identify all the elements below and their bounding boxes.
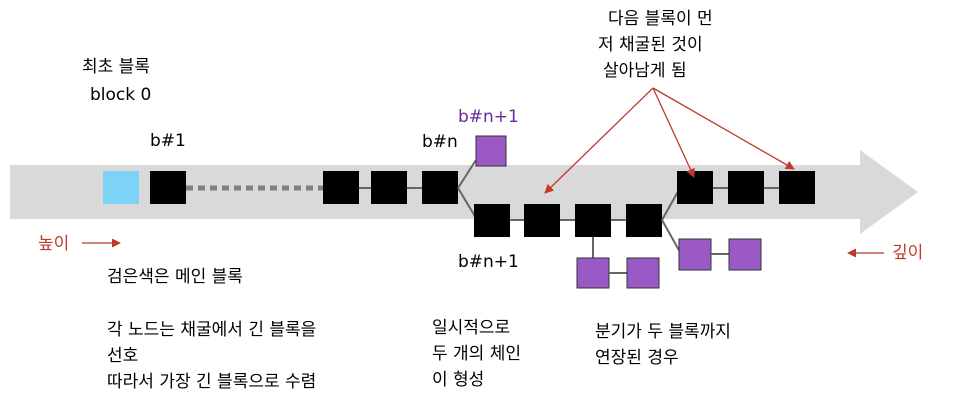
main-block <box>728 171 764 204</box>
winner-note: 다음 블록이 먼 <box>608 9 713 29</box>
depth-label: 깊이 <box>892 243 923 263</box>
extension-note: 분기가 두 블록까지 <box>595 322 731 342</box>
temp-fork-note: 이 형성 <box>432 370 484 390</box>
main-block <box>626 204 662 237</box>
main-block <box>371 171 407 204</box>
temp-fork-note: 일시적으로 <box>432 318 510 338</box>
genesis-label: 최초 블록 <box>82 57 150 77</box>
extension-note: 연장된 경우 <box>595 348 679 368</box>
label-bn: b#n <box>422 132 458 152</box>
prefer-note: 선호 <box>107 346 138 366</box>
genesis-label-en: block 0 <box>90 85 151 105</box>
label-b1: b#1 <box>150 131 186 151</box>
orphan-block <box>728 238 762 271</box>
annotation-arrow <box>652 87 695 178</box>
prefer-note: 각 노드는 채굴에서 긴 블록을 <box>107 320 316 340</box>
fork-link-lower <box>457 187 477 219</box>
winner-note: 저 채굴된 것이 <box>598 35 703 55</box>
annotation-arrow <box>544 87 654 194</box>
orphan-block-bn1 <box>475 135 507 167</box>
orphan-block <box>678 238 712 271</box>
main-block <box>575 204 611 237</box>
height-label: 높이 <box>38 234 69 254</box>
block-bn <box>422 171 458 204</box>
main-block <box>524 204 560 237</box>
main-block <box>323 171 359 204</box>
temp-fork-note: 두 개의 체인 <box>432 344 521 364</box>
main-block-note: 검은색은 메인 블록 <box>107 267 243 287</box>
prefer-note: 따라서 가장 긴 블록으로 수렴 <box>107 372 316 392</box>
orphan-block <box>626 257 660 289</box>
fork-link-lower <box>661 219 681 253</box>
orphan-block <box>576 257 610 289</box>
fork-link-upper <box>457 159 477 189</box>
winner-note: 살아남게 됨 <box>603 61 687 81</box>
block-bn1 <box>474 204 510 237</box>
label-bn1-top: b#n+1 <box>458 107 519 127</box>
genesis-block <box>103 171 139 204</box>
label-bn1-bottom: b#n+1 <box>458 252 519 272</box>
main-block <box>677 171 713 204</box>
annotation-arrow <box>652 87 795 170</box>
main-block <box>779 171 815 204</box>
block-b1 <box>150 171 186 204</box>
